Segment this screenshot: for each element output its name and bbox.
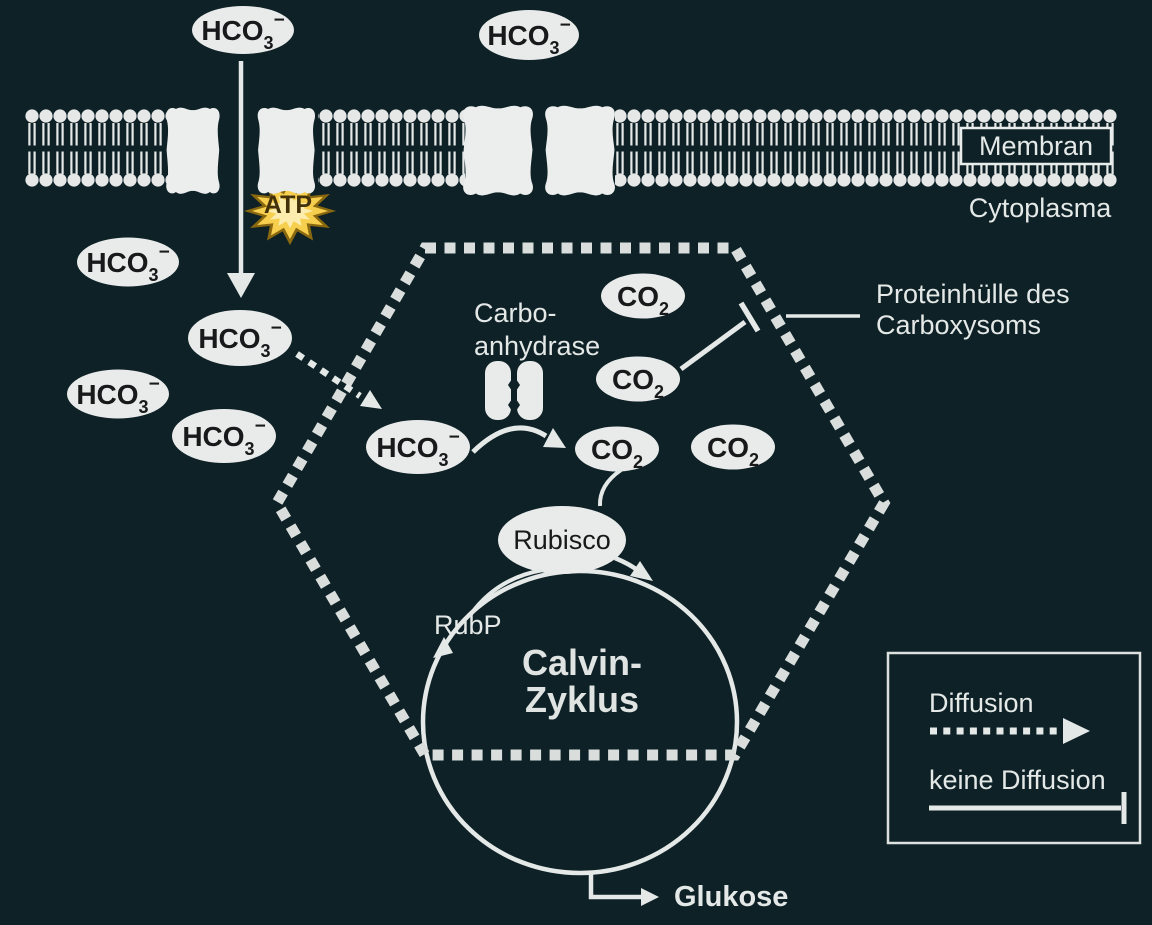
lipid-segment-middle [318,108,465,188]
legend-no-diffusion-label: keine Diffusion [929,765,1106,795]
carboxysome-shell [270,242,891,761]
transport-protein-4 [545,105,615,196]
legend-border [886,651,1142,845]
co2-molecule: CO2 [575,426,659,472]
membran-label: Membran [979,131,1093,161]
rubisco-enzyme [498,506,626,574]
transport-protein-pump [257,107,316,194]
rubp-to-rubisco-curve [469,568,544,616]
co2-molecule: CO2 [601,273,685,319]
glukose-arrow [588,872,643,900]
hco3-molecule: HCO3− [366,420,470,474]
shell-label-line1: Proteinhülle des [876,279,1070,309]
hco3-import-arrowhead [227,273,255,298]
co2-molecule: CO2 [691,424,775,470]
calvin-zyklus-label-line2: Zyklus [525,679,639,720]
hco3-diffusion-arrow [295,351,362,399]
svg-text:CO2: CO2 [591,434,643,472]
transport-protein-3 [463,105,533,196]
svg-text:CO2: CO2 [617,281,669,319]
rubisco-label: Rubisco [513,525,611,555]
svg-text:HCO3−: HCO3− [198,318,281,361]
carbonic-anhydrase-label-line1: Carbo- [474,298,557,328]
glukose-label: Glukose [674,881,788,913]
hco3-molecule: HCO3− [188,310,292,366]
transport-protein-1 [166,107,220,194]
svg-text:CO2: CO2 [612,364,664,402]
svg-text:CO2: CO2 [707,432,759,470]
hco3-diffusion-arrowhead [360,390,382,409]
lipid-segment-left [25,108,170,188]
co2-to-rubisco-curve [597,468,623,507]
shell-label-line2: Carboxysoms [876,310,1041,340]
co2-molecule: CO2 [596,356,680,402]
hco3-molecule: HCO3− [479,10,579,60]
glukose-arrowhead [641,888,659,906]
svg-text:HCO3−: HCO3− [376,427,459,470]
atp-label: ATP [264,191,312,219]
svg-text:HCO3−: HCO3− [86,242,169,285]
legend-box: Diffusion keine Diffusion [886,651,1142,845]
svg-text:HCO3−: HCO3− [76,374,159,417]
hco3-to-co2-arrowhead [543,428,566,448]
membran-label-box [959,126,1113,166]
hco3-molecule: HCO3− [77,237,179,287]
membrane-lipid-bilayer [25,108,1117,188]
legend-diffusion-label: Diffusion [929,688,1034,718]
carbonic-anhydrase-label-line2: anhydrase [474,331,600,361]
legend-diffusion-arrowhead [1063,718,1090,744]
atp-burst-highlight [266,193,314,229]
co2-inhibition-line [679,319,747,372]
rubisco-to-cycle-arrowhead [630,561,653,581]
hco3-to-co2-arrow [471,425,548,454]
calvin-cycle-arrowhead [433,637,453,658]
co2-inhibition-bar [738,301,761,333]
hco3-molecule: HCO3− [192,6,294,54]
carbonic-anhydrase-enzyme [485,361,543,420]
rubp-label: RubP [434,610,502,640]
svg-text:HCO3−: HCO3− [487,15,570,58]
hco3-molecule: HCO3− [172,409,276,463]
cytoplasma-label: Cytoplasma [969,193,1113,223]
svg-text:HCO3−: HCO3− [182,416,265,459]
hco3-molecule: HCO3− [67,369,169,419]
svg-text:HCO3−: HCO3− [201,10,284,53]
calvin-zyklus-label-line1: Calvin- [522,642,642,683]
